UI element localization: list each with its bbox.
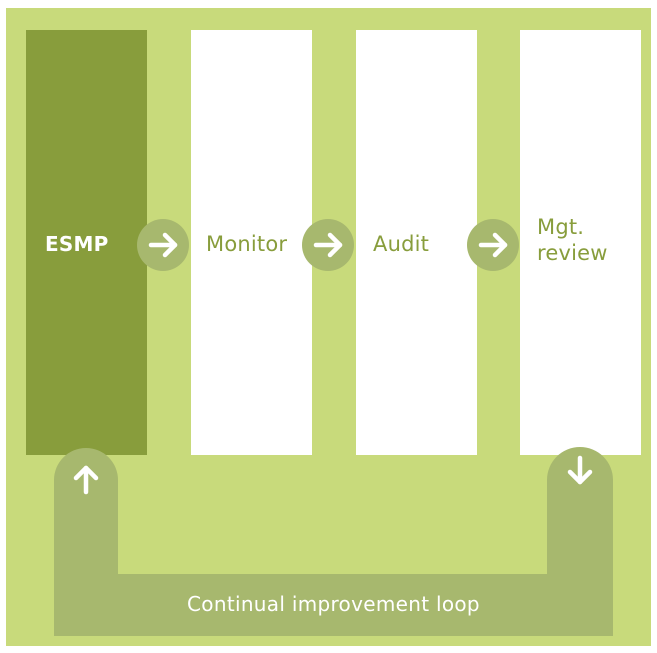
stage-column-audit	[356, 30, 477, 455]
loop-band	[54, 447, 613, 636]
stage-label-mgt-review: Mgt. review	[537, 215, 608, 266]
stage-column-monitor	[191, 30, 312, 455]
loop-label: Continual improvement loop	[187, 592, 480, 616]
arrow-up-icon	[73, 465, 99, 495]
stage-label-audit: Audit	[373, 232, 430, 256]
arrow-right-icon	[302, 219, 354, 271]
arrow-down-icon	[567, 455, 593, 485]
stage-label-esmp: ESMP	[45, 232, 109, 256]
process-diagram: ESMP Monitor Audit Mgt. review Continual…	[6, 8, 651, 646]
stage-column-esmp	[26, 30, 147, 455]
continual-improvement-loop	[54, 447, 613, 636]
arrow-right-icon	[137, 219, 189, 271]
arrow-right-icon	[467, 219, 519, 271]
stage-column-mgt-review	[520, 30, 641, 455]
stage-label-monitor: Monitor	[206, 232, 288, 256]
